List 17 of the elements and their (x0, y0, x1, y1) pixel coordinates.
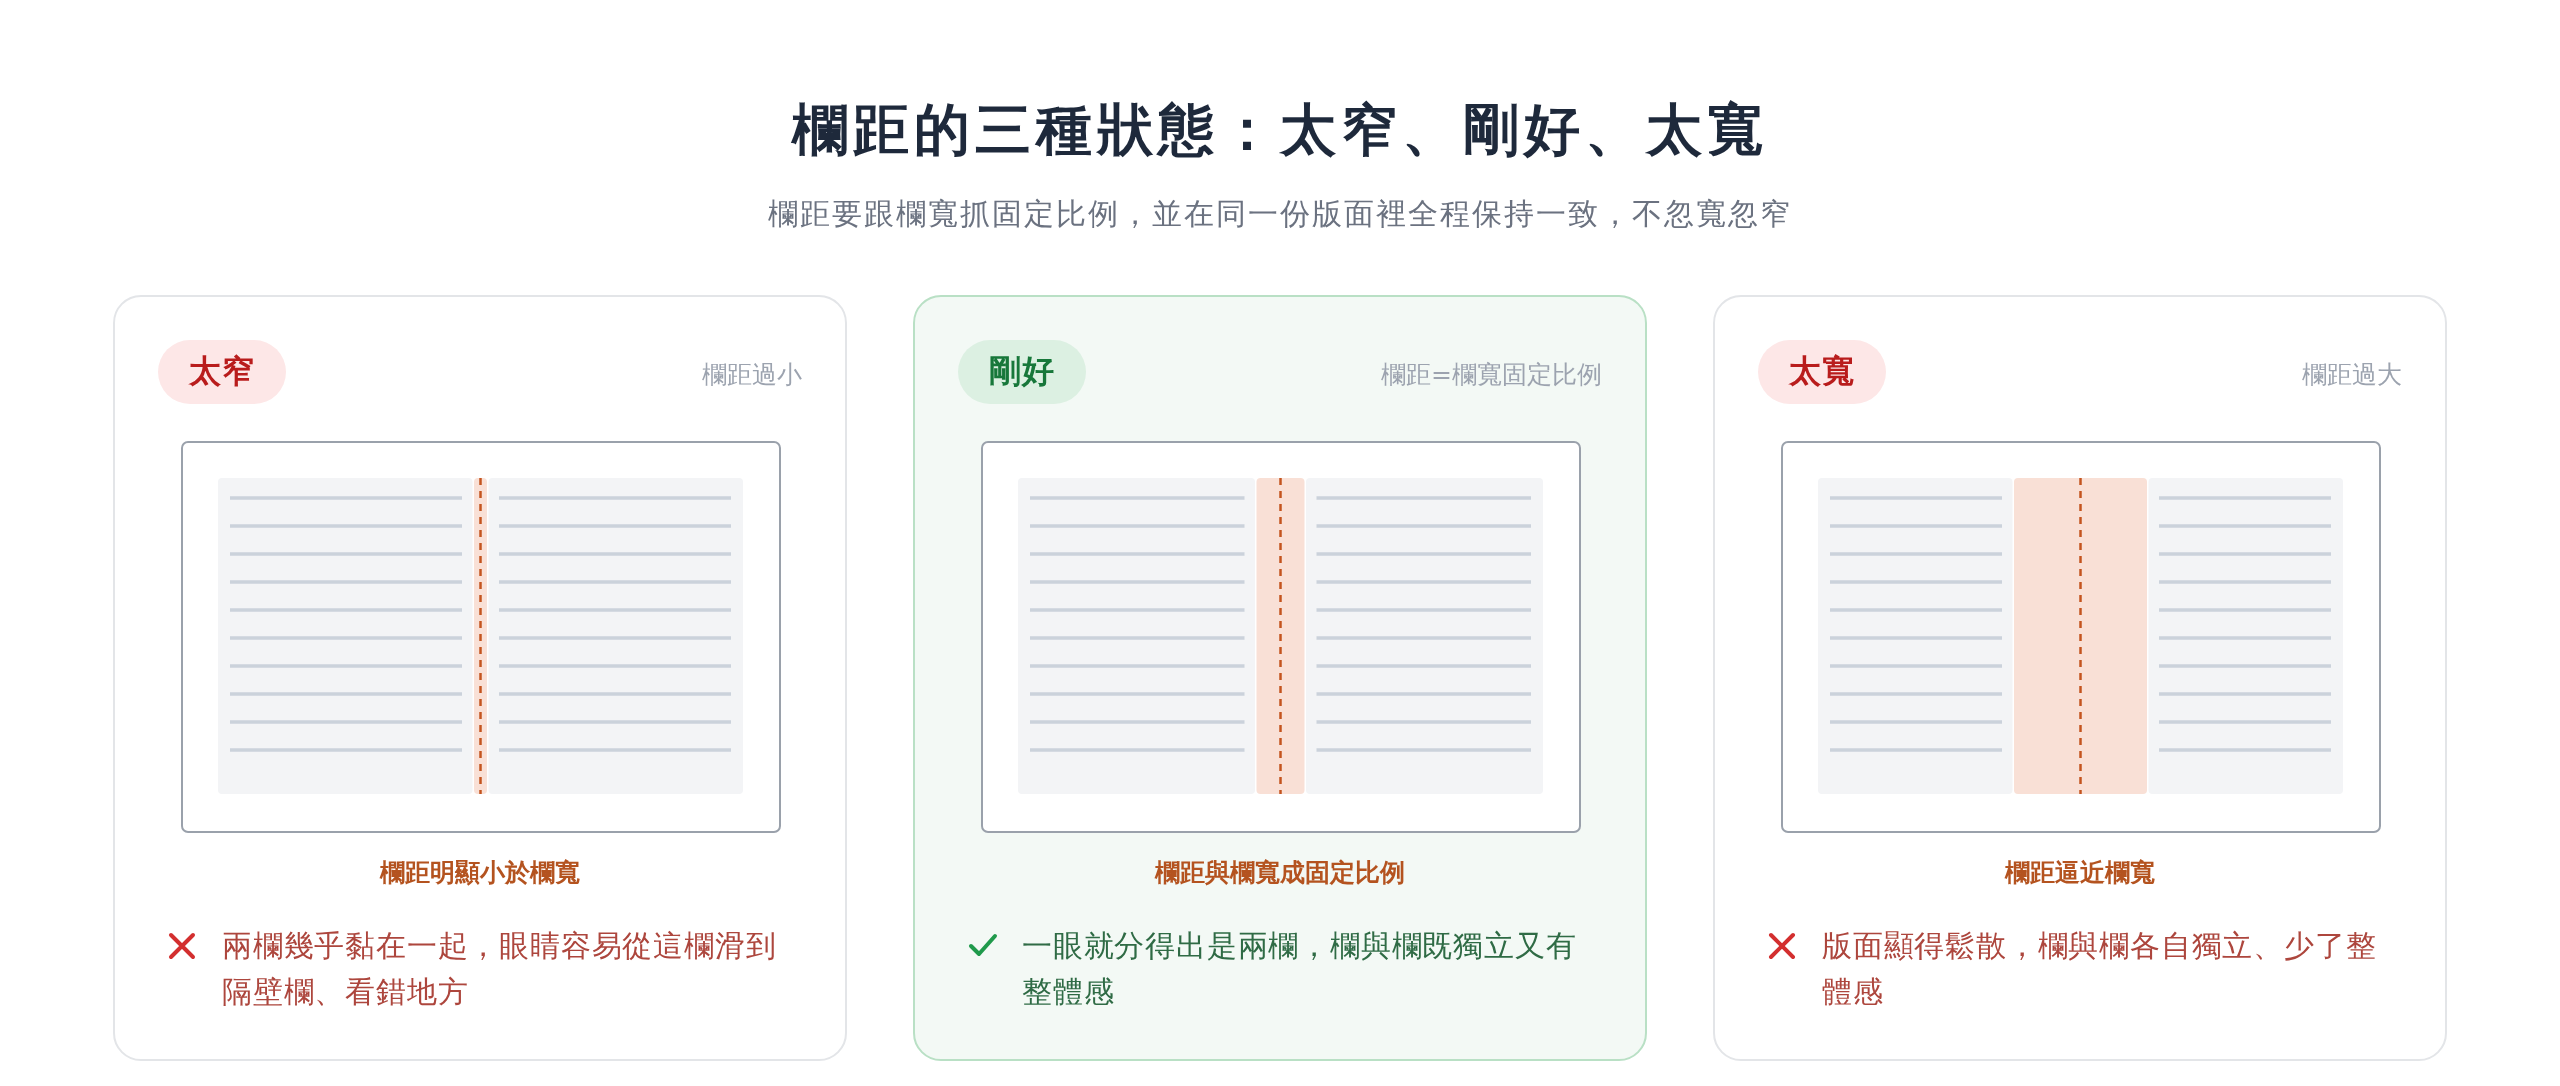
status-badge: 剛好 (958, 340, 1086, 404)
bullet-text: 版面顯得鬆散，欄與欄各自獨立、少了整體感 (1822, 927, 2378, 1011)
side-note: 欄距過小 (702, 360, 802, 390)
figure-label: 欄距與欄寬成固定比例 (1155, 858, 1405, 888)
bullet-text: 一眼就分得出是兩欄，欄與欄既獨立又有整體感 (1022, 927, 1578, 1011)
side-note: 欄距過大 (2302, 360, 2402, 390)
title: 欄距的三種狀態：太窄、剛好、太寬 (792, 96, 1768, 163)
side-note: 欄距=欄寬固定比例 (1381, 360, 1602, 390)
figure-label: 欄距明顯小於欄寬 (380, 858, 580, 888)
status-badge: 太寬 (1758, 340, 1886, 404)
card (913, 295, 1647, 1061)
card (1713, 295, 2447, 1061)
bullet-text: 兩欄幾乎黏在一起，眼睛容易從這欄滑到隔壁欄、看錯地方 (222, 927, 778, 1011)
card (113, 295, 847, 1061)
figure-label: 欄距逼近欄寬 (2005, 858, 2155, 888)
subtitle: 欄距要跟欄寬抓固定比例，並在同一份版面裡全程保持一致，不忽寬忽窄 (768, 196, 1792, 232)
status-badge: 太窄 (158, 340, 286, 404)
